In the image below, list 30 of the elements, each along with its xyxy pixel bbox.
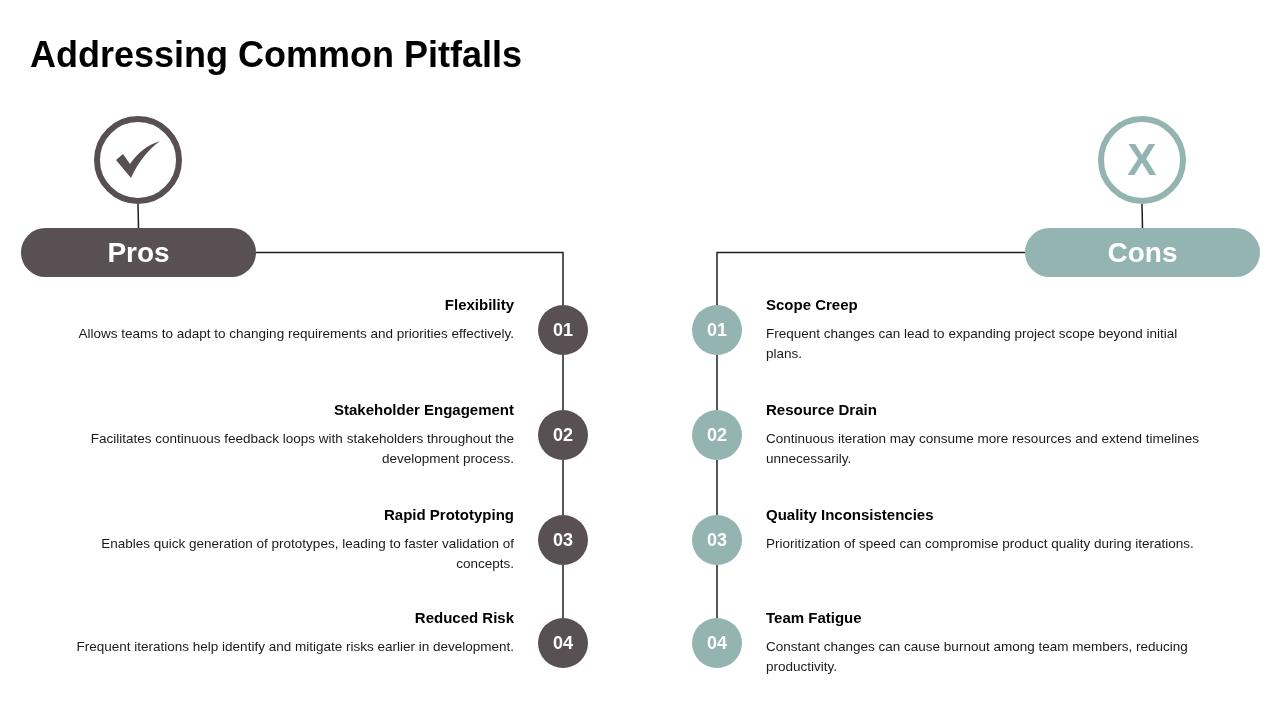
item-heading: Scope Creep [766,295,859,315]
slide-title: Addressing Common Pitfalls [30,33,523,77]
item-heading: Quality Inconsistencies [766,505,935,525]
item-description: Frequent iterations help identify and mitigate risks earlier in development. [75,638,514,656]
connector-line [1141,203,1144,229]
item-description: Prioritization of speed can compromise product quality during iterations. [766,535,1195,553]
item-description: Enables quick generation of prototypes, leading to faster validation of concepts. [100,535,514,573]
category-pill: Cons [1025,228,1260,277]
item-heading: Resource Drain [766,400,878,420]
item-heading: Rapid Prototyping [383,505,514,525]
category-pill: Pros [21,228,256,277]
connector-line [716,459,718,516]
item-description: Constant changes can cause burnout among team members, reducing productivity. [766,638,1189,676]
connector-line [562,564,564,619]
item-heading: Team Fatigue [766,608,863,628]
item-description: Allows teams to adapt to changing requirements and priorities effectively. [77,325,514,343]
connector-line [716,354,718,411]
item-description: Continuous iteration may consume more resources and extend timelines unnecessarily. [766,430,1200,468]
connector-line [716,251,1026,306]
cross-badge: X [1098,116,1186,204]
item-heading: Flexibility [443,295,514,315]
item-description: Frequent changes can lead to expanding project scope beyond initial plans. [766,325,1179,363]
item-heading: Stakeholder Engagement [332,400,514,420]
item-description: Facilitates continuous feedback loops with stakeholders throughout the development process. [89,430,514,468]
connector-line [562,459,564,516]
connector-line [137,203,140,229]
connector-line [562,354,564,411]
connector-line [716,564,718,619]
connector-line [255,251,564,306]
item-heading: Reduced Risk [413,608,514,628]
